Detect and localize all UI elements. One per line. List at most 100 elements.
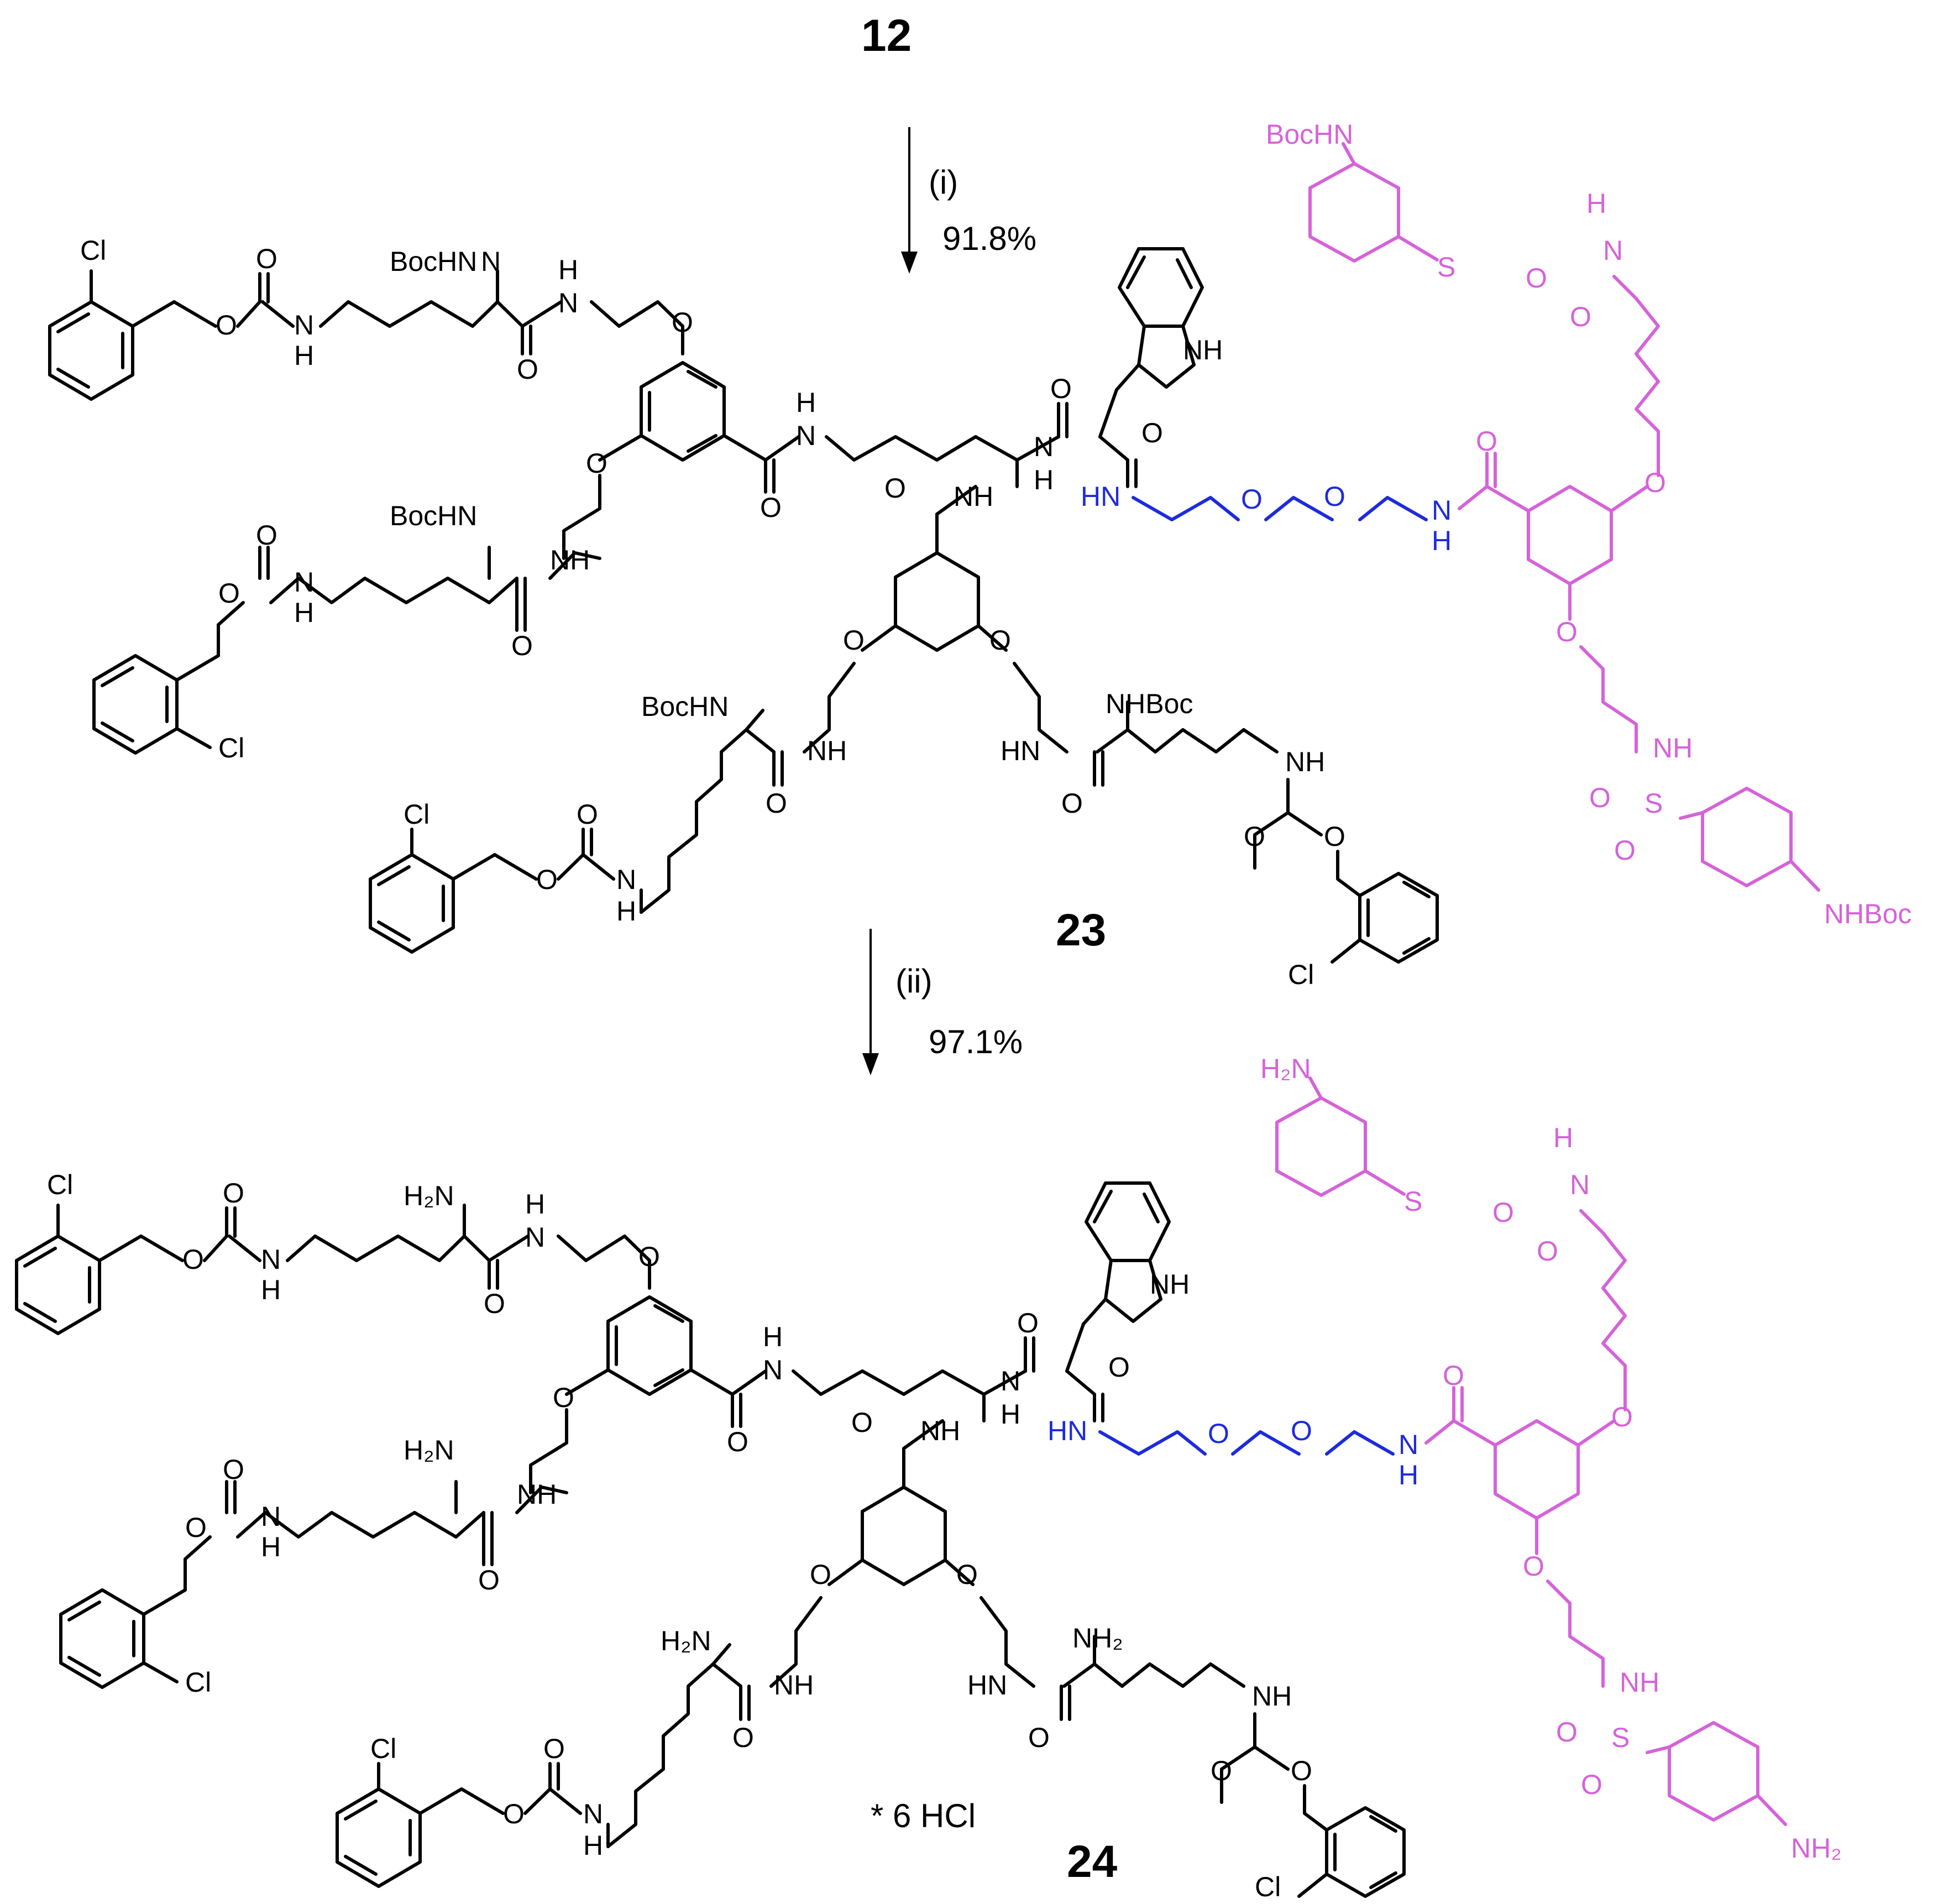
cl-atom: Cl	[185, 1667, 211, 1698]
o-atom: O	[223, 1454, 244, 1485]
n-atom: N	[1432, 495, 1452, 526]
o-atom: O	[586, 448, 607, 479]
cl-atom: Cl	[47, 1169, 73, 1200]
step1-condition: (i)	[929, 164, 958, 201]
o-atom: O	[182, 1244, 204, 1275]
o-atom: O	[1443, 1360, 1464, 1391]
o-atom: O	[810, 1559, 831, 1590]
nhboc-label: NHBoc	[1824, 898, 1911, 929]
n-atom: N	[1001, 1366, 1020, 1396]
compound-label-12: 12	[861, 11, 912, 61]
o-atom: O	[1050, 373, 1072, 404]
o-atom: O	[1208, 1418, 1229, 1449]
nh2-label: NH₂	[1791, 1833, 1842, 1864]
n-atom: N	[1570, 1169, 1590, 1200]
o-atom: O	[1644, 467, 1666, 498]
nh-label: NH	[550, 545, 590, 576]
o-atom: O	[1061, 788, 1083, 819]
o-atom: O	[218, 578, 240, 609]
step2-yield: 97.1%	[929, 1023, 1023, 1060]
structure-23: Cl O O N H BocHN N O N H O N H	[48, 119, 1911, 990]
sulfonamide-wing-24	[1275, 1076, 1787, 1826]
o-atom: O	[256, 243, 277, 274]
o-atom: O	[1570, 301, 1591, 332]
n-atom: N	[294, 567, 314, 598]
lower-benzamide-23	[640, 485, 1279, 914]
h-atom: H	[1001, 1399, 1020, 1430]
h-atom: H	[583, 1830, 603, 1861]
o-atom: O	[1556, 1717, 1578, 1748]
o-atom: O	[1589, 782, 1611, 813]
sulfonamide-wing-23	[1308, 142, 1820, 892]
bochn-label: BocHN	[390, 500, 477, 531]
central-benzamide-core-23	[562, 361, 1068, 560]
cl-atom: Cl	[404, 799, 429, 830]
n-atom: N	[763, 1354, 783, 1385]
step2-condition: (ii)	[895, 963, 933, 1000]
chlorobenzyl-arm-lower-left-24	[336, 1762, 610, 1888]
o-atom: O	[1108, 1352, 1130, 1383]
bochn-label: BocHN	[390, 246, 477, 277]
o-atom: O	[503, 1798, 525, 1829]
o-atom: O	[1028, 1722, 1050, 1753]
chlorobenzyl-arm-top-left-24	[15, 1204, 651, 1335]
n-atom: N	[261, 1501, 281, 1532]
s-atom: S	[1644, 788, 1663, 819]
o-atom: O	[638, 1241, 660, 1272]
o-atom: O	[536, 864, 558, 895]
n-atom: N	[261, 1244, 281, 1275]
hn-label: HN	[967, 1670, 1007, 1701]
s-atom: S	[1404, 1186, 1422, 1217]
o-atom: O	[1291, 1415, 1312, 1446]
o-atom: O	[543, 1733, 565, 1764]
h-atom: H	[1034, 464, 1054, 495]
nh-label: NH	[1653, 733, 1693, 763]
nh-label: NH	[807, 735, 847, 766]
peg-linker-24	[1098, 1430, 1395, 1456]
o-atom: O	[1141, 417, 1163, 448]
o-atom: O	[672, 307, 693, 338]
o-atom: O	[851, 1407, 873, 1438]
o-atom: O	[1523, 1551, 1544, 1582]
s-atom: S	[1437, 252, 1455, 283]
o-atom: O	[1241, 484, 1263, 515]
central-benzamide-core-24	[529, 1295, 1035, 1494]
h-atom: H	[294, 597, 314, 628]
nhboc-label: NHBoc	[1106, 688, 1193, 719]
hn-label: HN	[1001, 735, 1040, 766]
n-atom: N	[616, 864, 636, 895]
hn-label: HN	[1047, 1415, 1087, 1446]
chlorobenzyl-arm-lower-left	[369, 828, 643, 954]
o-atom: O	[1611, 1401, 1633, 1432]
cl-atom: Cl	[1255, 1871, 1281, 1902]
o-atom: O	[1537, 1236, 1558, 1267]
o-atom: O	[478, 1565, 500, 1596]
o-atom: O	[1614, 835, 1636, 866]
lower-benzamide-24	[606, 1419, 1245, 1848]
hn-label: HN	[1081, 481, 1120, 512]
nh-label: NH	[1252, 1681, 1292, 1712]
chlorobenzyl-arm-middle-left-24	[59, 1480, 568, 1689]
o-atom: O	[577, 799, 598, 830]
o-atom: O	[185, 1512, 207, 1543]
n-atom: N	[481, 246, 501, 277]
step1-yield: 91.8%	[942, 220, 1036, 257]
o-atom: O	[1476, 426, 1497, 457]
h-atom: H	[616, 896, 636, 927]
n-atom: N	[1034, 431, 1054, 462]
o-atom: O	[766, 788, 787, 819]
chlorobenzyl-arm-middle-left	[92, 546, 601, 755]
h-atom: H	[294, 340, 314, 371]
n-atom: N	[1603, 235, 1623, 266]
o-atom: O	[956, 1559, 978, 1590]
cl-atom: Cl	[370, 1733, 396, 1764]
o-atom: O	[223, 1178, 244, 1209]
cl-atom: Cl	[218, 733, 244, 763]
nh-label: NH	[1285, 746, 1325, 777]
h-atom: H	[1553, 1122, 1573, 1153]
indole-ring-24	[1065, 1181, 1171, 1422]
h2n-label: H₂N	[404, 1435, 454, 1466]
o-atom: O	[553, 1382, 574, 1413]
o-atom: O	[1244, 821, 1265, 852]
